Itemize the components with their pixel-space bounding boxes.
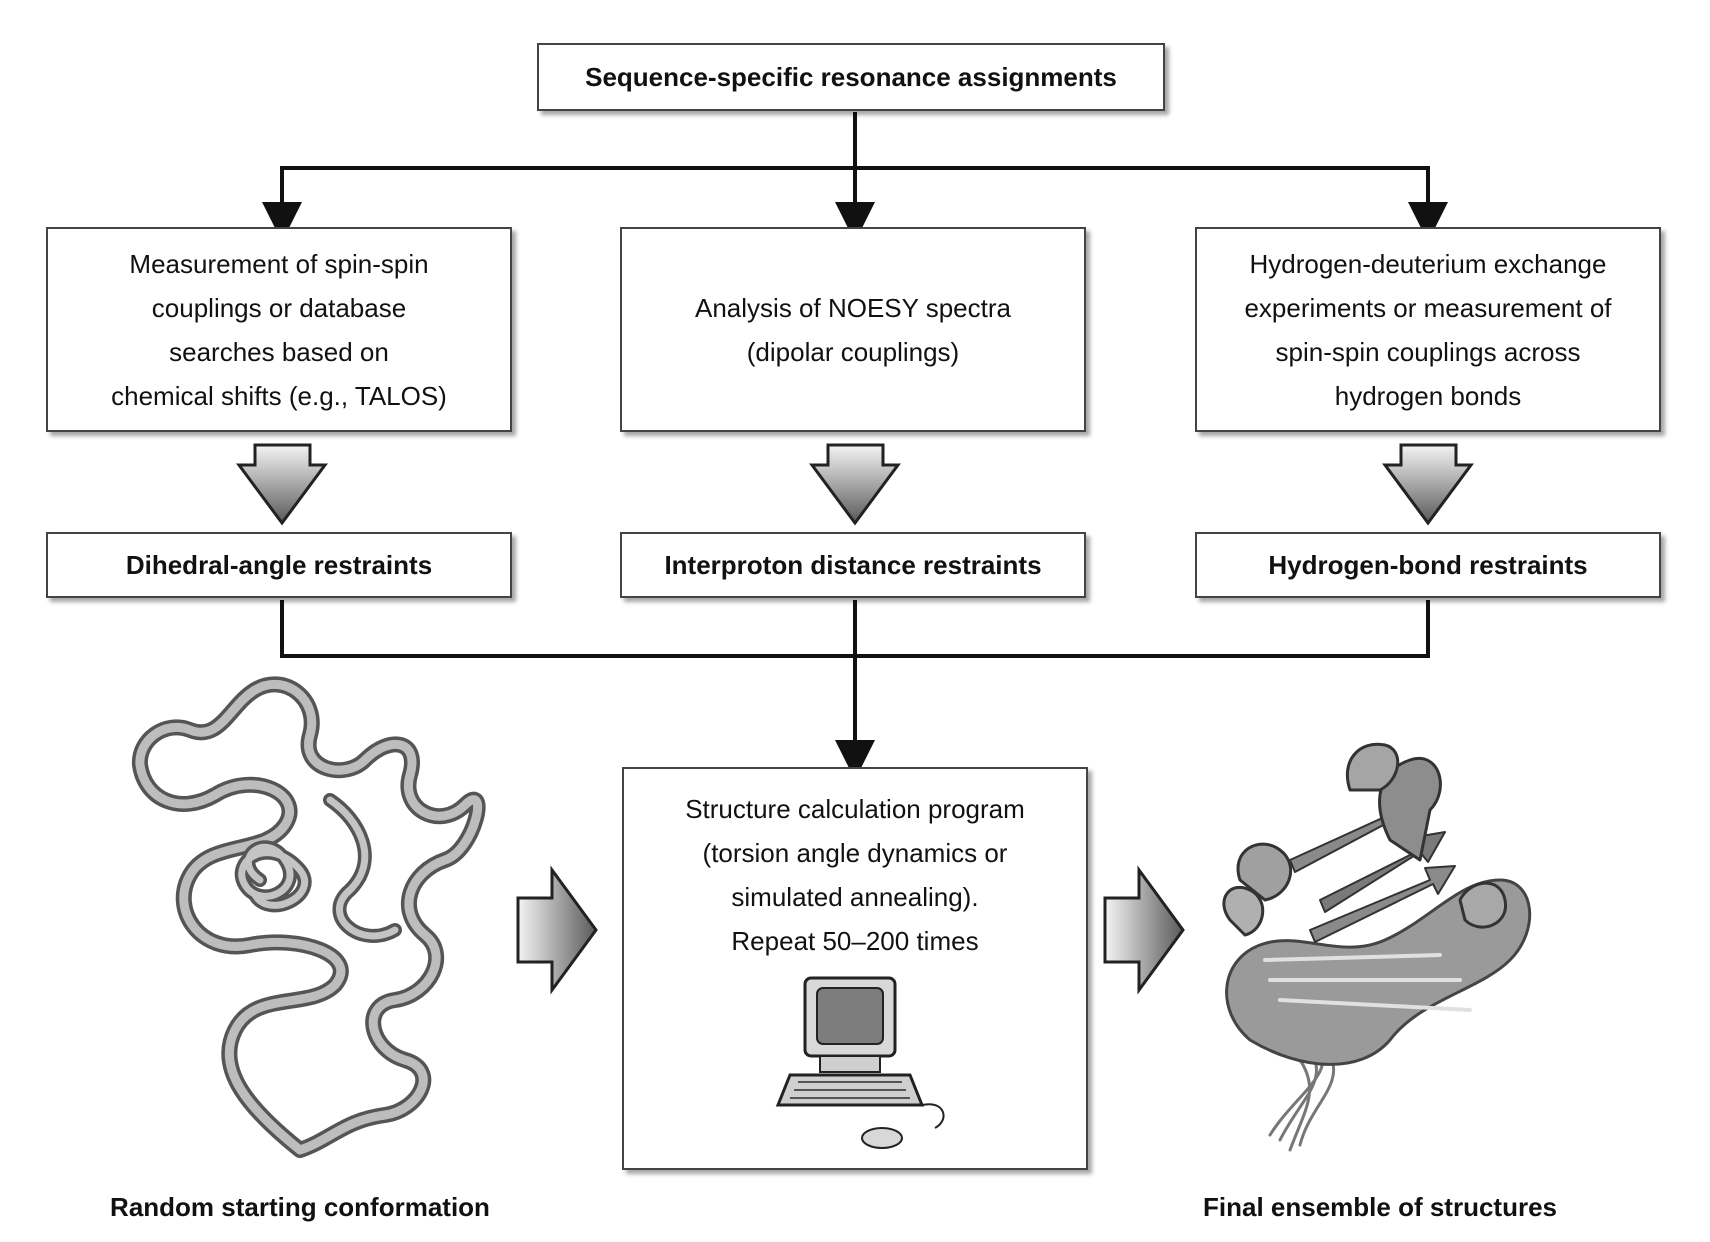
down-arrow-right <box>1382 443 1474 526</box>
dihedral-restraints-label: Dihedral-angle restraints <box>125 550 433 580</box>
hbond-restraints-label: Hydrogen-bond restraints <box>1268 550 1588 580</box>
down-arrow-left <box>236 443 328 526</box>
distance-restraints-box: Interproton distance restraints <box>620 532 1086 598</box>
right-arrow-to-ensemble <box>1103 865 1185 995</box>
structure-calculation-box: Structure calculation program (torsion a… <box>622 767 1088 1170</box>
random-starting-caption: Random starting conformation <box>110 1192 490 1222</box>
spin-coupling-method-box: Measurement of spin-spin couplings or da… <box>46 227 512 432</box>
hd-exchange-method-box: Hydrogen-deuterium exchange experiments … <box>1195 227 1661 432</box>
down-arrow-middle <box>809 443 901 526</box>
resonance-assignments-box: Sequence-specific resonance assignments <box>537 43 1165 111</box>
right-arrow-to-calculation <box>516 865 598 995</box>
noesy-method-box: Analysis of NOESY spectra (dipolar coupl… <box>620 227 1086 432</box>
final-ensemble-caption: Final ensemble of structures <box>1203 1192 1557 1222</box>
spin-coupling-method-label: Measurement of spin-spin couplings or da… <box>111 248 447 411</box>
structure-calculation-label: Structure calculation program (torsion a… <box>685 794 1025 956</box>
random-coil-protein-image <box>131 676 486 1158</box>
computer-icon <box>775 976 945 1149</box>
hd-exchange-method-label: Hydrogen-deuterium exchange experiments … <box>1244 248 1612 411</box>
final-ensemble-protein-image <box>1222 742 1532 1152</box>
resonance-assignments-label: Sequence-specific resonance assignments <box>585 62 1117 92</box>
dihedral-restraints-box: Dihedral-angle restraints <box>46 532 512 598</box>
hbond-restraints-box: Hydrogen-bond restraints <box>1195 532 1661 598</box>
distance-restraints-label: Interproton distance restraints <box>664 550 1042 580</box>
noesy-method-label: Analysis of NOESY spectra (dipolar coupl… <box>695 292 1011 367</box>
